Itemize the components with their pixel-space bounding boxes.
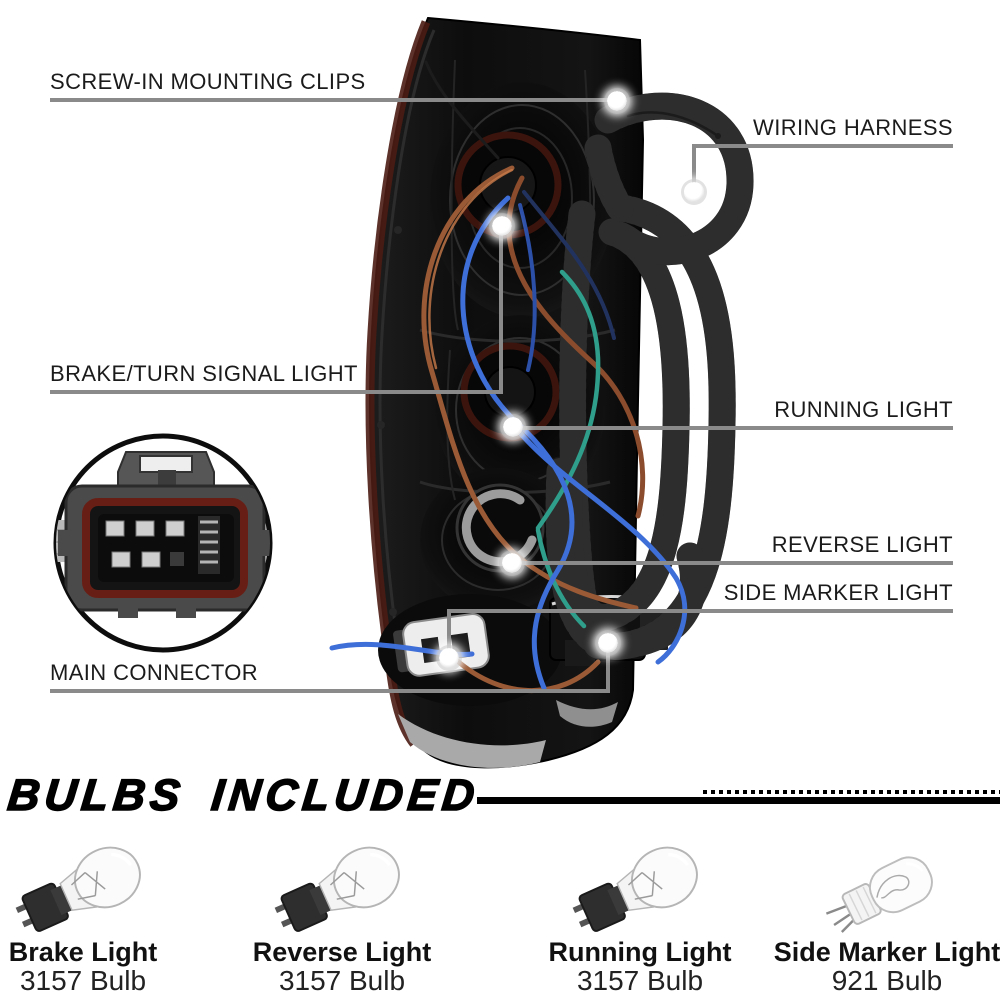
bulb-name: Reverse Light [252, 937, 432, 967]
bulb-name: Brake Light [8, 937, 158, 967]
leader-line [694, 144, 953, 148]
bulb-3157-image [227, 836, 457, 938]
point-marker [684, 182, 704, 202]
bulb-name: Running Light [548, 937, 732, 967]
main-connector-closeup [56, 451, 270, 618]
leader-line [50, 98, 610, 102]
leader-line [512, 561, 953, 565]
callout-label: REVERSE LIGHT [771, 532, 953, 557]
bulb-3157-image [525, 836, 755, 938]
leader-line [606, 650, 610, 693]
heading-dotted-rule [703, 790, 1000, 794]
bulb-3157-image [0, 836, 198, 938]
brown-wire [421, 165, 639, 611]
bulbs-included-heading: BULBS INCLUDED [5, 770, 483, 821]
leader-line [50, 390, 503, 394]
connector-callout-circle [53, 433, 273, 653]
bulb-part-number: 3157 Bulb [278, 965, 406, 996]
bulb-part-number: 921 Bulb [831, 965, 943, 996]
bulb-item-reverse: Reverse Light 3157 Bulb [227, 836, 457, 996]
leader-line [449, 609, 953, 613]
callout-label: BRAKE/TURN SIGNAL LIGHT [50, 361, 358, 386]
point-marker [502, 553, 522, 573]
maroon-housing-edge [365, 20, 431, 747]
point-marker [598, 633, 618, 653]
bulb-item-side-marker: Side Marker Light 921 Bulb [772, 836, 1000, 996]
leader-line [692, 144, 696, 186]
callout-label: RUNNING LIGHT [774, 397, 953, 422]
point-marker [607, 91, 627, 111]
heading-rule [477, 797, 1000, 804]
callout-label: SIDE MARKER LIGHT [723, 580, 953, 605]
bulb-item-running: Running Light 3157 Bulb [525, 836, 755, 996]
bulb-part-number: 3157 Bulb [576, 965, 704, 996]
point-marker [439, 648, 459, 668]
mounting-flange [398, 714, 546, 768]
pigtail-wire [626, 111, 720, 138]
bulb-name: Side Marker Light [773, 937, 1000, 967]
leader-line [447, 609, 451, 651]
bulb-921-image [772, 836, 1000, 938]
leader-line [499, 232, 503, 392]
leader-line [50, 689, 610, 693]
callout-label: WIRING HARNESS [753, 115, 953, 140]
bulb-part-number: 3157 Bulb [19, 965, 147, 996]
bulb-item-brake: Brake Light 3157 Bulb [0, 836, 198, 996]
point-marker [503, 417, 523, 437]
socket-wires [329, 60, 688, 693]
callout-label: MAIN CONNECTOR [50, 660, 259, 685]
leader-line [513, 426, 953, 430]
point-marker [492, 216, 512, 236]
callout-label: SCREW-IN MOUNTING CLIPS [50, 69, 366, 94]
